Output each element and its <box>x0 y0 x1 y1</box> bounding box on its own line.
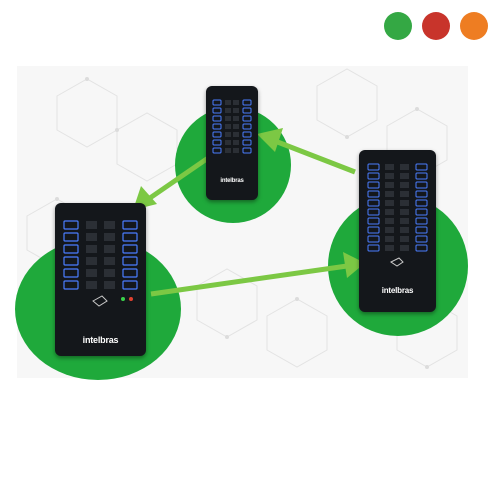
red-status-dot <box>422 12 450 40</box>
arrow-top-to-left <box>133 153 213 210</box>
arrows-layer <box>133 128 365 297</box>
right-device-keypad <box>367 163 428 267</box>
top-device-brand: intelbras <box>220 178 244 184</box>
arrow-right-to-top <box>257 128 356 175</box>
right-device-brand: intelbras <box>381 286 414 295</box>
top-device-keypad <box>212 99 252 154</box>
left-access-controller: intelbras <box>55 203 146 356</box>
left-device-keypad <box>63 220 138 307</box>
product-scene: intelbras <box>15 66 468 380</box>
green-status-dot <box>384 12 412 40</box>
left-device-brand: intelbras <box>82 335 119 345</box>
arrow-left-to-right <box>150 252 365 297</box>
orange-status-dot <box>460 12 488 40</box>
right-access-controller: intelbras <box>359 150 436 312</box>
top-access-controller: intelbras <box>206 86 258 200</box>
status-dots <box>384 12 488 40</box>
